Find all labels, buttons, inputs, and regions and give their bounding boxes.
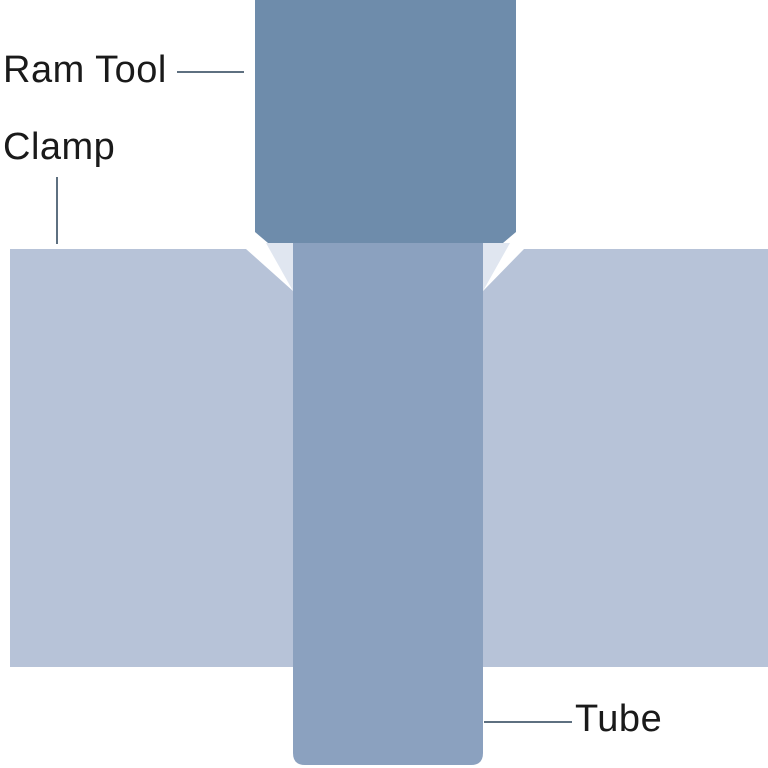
clamp-label: Clamp: [3, 126, 116, 168]
tube-shape: [293, 243, 483, 765]
right-clamp-shape: [483, 249, 768, 667]
ram-tool-label: Ram Tool: [3, 49, 167, 91]
ram-tool-shape: [255, 0, 516, 243]
right-flare-wedge: [483, 243, 510, 291]
left-flare-wedge: [266, 243, 293, 291]
tube-label: Tube: [575, 698, 663, 740]
left-clamp-shape: [10, 249, 293, 667]
